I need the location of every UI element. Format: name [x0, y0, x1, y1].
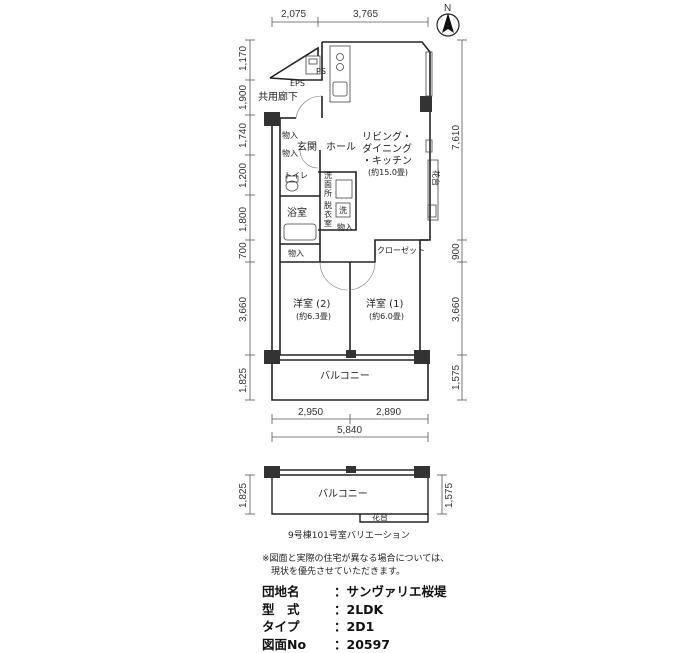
dim-right-2: 900 — [451, 243, 462, 260]
label-kadai: 花台 — [431, 170, 441, 186]
dim-left-3: 1,740 — [238, 123, 249, 148]
variation-title: 9号棟101号室バリエーション — [288, 528, 410, 541]
right-dimension — [457, 40, 467, 400]
label-sen: 洗 — [339, 205, 347, 215]
dim-left-1: 1,170 — [238, 46, 249, 71]
label-monoire-2: 物入 — [282, 148, 298, 158]
info-value: 2D1 — [347, 619, 375, 634]
label-eps: EPS — [290, 79, 305, 88]
label-monoire-4: 物入 — [288, 248, 304, 258]
label-datsui-2: 衣 — [324, 209, 332, 219]
variation-column-right — [414, 466, 430, 478]
north-arrow-icon — [437, 13, 459, 36]
label-closet: クローゼット — [377, 245, 425, 255]
living-window — [426, 52, 438, 220]
note-line-2: 現状を優先させていただきます。 — [262, 566, 449, 579]
label-datsui-3: 室 — [324, 218, 332, 228]
label-yoshitsu-2: 洋室 (2) — [293, 297, 330, 310]
variation-column-left — [264, 466, 280, 478]
variation-label-balcony: バルコニー — [318, 488, 368, 500]
variation-dim-right: 1,575 — [444, 483, 455, 508]
label-toilet: トイレ — [284, 171, 308, 180]
info-sep: ： — [334, 619, 347, 634]
kitchen-counter — [330, 46, 350, 102]
dim-top-2: 3,765 — [353, 9, 378, 20]
dim-bottom-2: 2,890 — [376, 407, 401, 418]
variation-dim-left: 1,825 — [238, 483, 249, 508]
info-row-type: 型 式：2LDK — [262, 601, 447, 619]
label-yoshitsu-1-area: (約6.0畳) — [369, 311, 404, 321]
label-living-3: ・キッチン — [362, 155, 412, 167]
info-row-zumen: 図面No：20597 — [262, 636, 447, 653]
label-kyoyo-roka: 共用廊下 — [258, 90, 298, 103]
info-value: 2LDK — [347, 602, 384, 617]
info-key: タイプ — [262, 618, 334, 636]
dim-left-4: 1,200 — [238, 163, 249, 188]
disclaimer-notes: ※図面と実際の住宅が異なる場合については、 現状を優先させていただきます。 — [262, 553, 449, 579]
door-swings — [296, 96, 375, 290]
label-senmenjo-3: 所 — [324, 188, 332, 198]
info-row-taipu: タイプ：2D1 — [262, 618, 447, 636]
label-ps: PS — [316, 67, 326, 76]
info-sep: ： — [334, 584, 347, 599]
info-row-danchi: 団地名：サンヴァリエ桜堤 — [262, 583, 447, 601]
label-yokushitsu: 浴室 — [287, 206, 307, 219]
label-monoire-3: 物入 — [337, 222, 353, 232]
label-hall: ホール — [326, 141, 356, 153]
variation-column-mid — [346, 466, 356, 473]
variation-label-kadai: 花台 — [372, 512, 388, 522]
info-key: 型 式 — [262, 601, 334, 619]
info-value: サンヴァリエ桜堤 — [347, 584, 447, 599]
dim-left-7: 3,660 — [238, 297, 249, 322]
note-line-1: ※図面と実際の住宅が異なる場合については、 — [262, 553, 449, 566]
info-sep: ： — [334, 637, 347, 652]
dim-right-3: 3,660 — [451, 297, 462, 322]
north-label: N — [444, 3, 451, 14]
info-sep: ： — [334, 602, 347, 617]
dim-right-4: 1,575 — [451, 365, 462, 390]
dim-left-5: 1,800 — [238, 207, 249, 232]
dim-bottom-1: 2,950 — [298, 407, 323, 418]
label-monoire-1: 物入 — [282, 130, 298, 140]
info-value: 20597 — [347, 637, 391, 652]
label-living-2: ダイニング — [362, 142, 412, 155]
dim-bottom-3: 5,840 — [337, 425, 362, 436]
dim-left-6: 700 — [238, 242, 249, 259]
info-key: 図面No — [262, 636, 334, 653]
label-datsui-1: 脱 — [324, 200, 332, 210]
dim-left-8: 1,825 — [238, 368, 249, 393]
property-info: 団地名：サンヴァリエ桜堤 型 式：2LDK タイプ：2D1 図面No：20597 — [262, 583, 447, 653]
label-senmenjo-1: 洗 — [324, 170, 332, 180]
dim-top-1: 2,075 — [281, 9, 306, 20]
label-yoshitsu-2-area: (約6.3畳) — [296, 311, 331, 321]
info-key: 団地名 — [262, 583, 334, 601]
label-living-area: (約15.0畳) — [368, 167, 408, 177]
label-living-1: リビング・ — [362, 130, 412, 143]
label-genkan: 玄関 — [297, 140, 317, 153]
label-yoshitsu-1: 洋室 (1) — [366, 297, 403, 310]
label-senmenjo-2: 面 — [324, 180, 332, 189]
dim-right-1: 7,610 — [451, 125, 462, 150]
label-balcony: バルコニー — [320, 370, 370, 382]
dim-left-2: 1,900 — [238, 85, 249, 110]
